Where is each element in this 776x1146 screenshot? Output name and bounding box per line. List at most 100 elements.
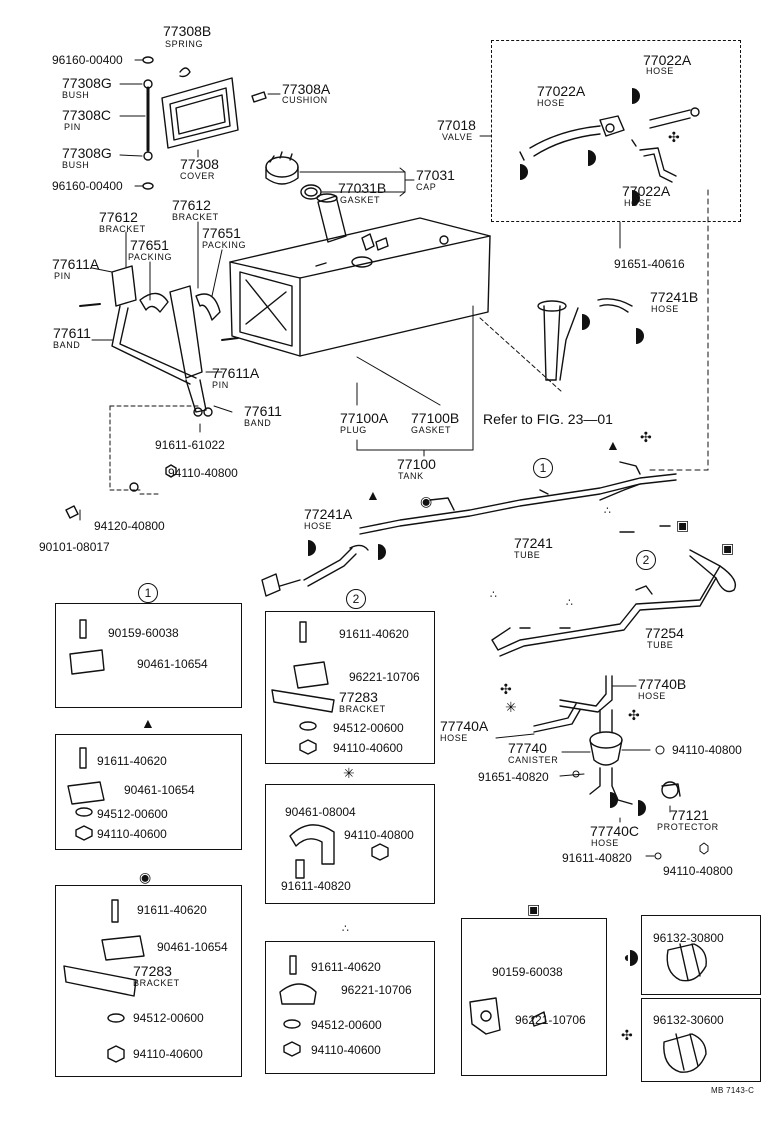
inset-dot-label-e: 94110-40600 [133, 1047, 203, 1061]
label-77611-1: 77611 [53, 325, 91, 341]
fuel-lid-cover-drawing [142, 56, 267, 190]
inset-diamond-label-b: 96221-10706 [515, 1013, 586, 1027]
label-valve: VALVE [442, 132, 473, 142]
inset-part-sketches [63, 619, 707, 1073]
label-91611-a: 91611-61022 [155, 438, 225, 452]
inset-three-label-c: 94512-00600 [311, 1018, 382, 1032]
inset-dot-label-c-sub: BRACKET [133, 978, 180, 988]
fuel-tank-drawing [229, 193, 491, 357]
inset-diamond-label-a: 90159-60038 [492, 965, 563, 979]
inset-box-three-dots [265, 941, 435, 1074]
inset-clamp2-label: 96132-30600 [653, 1013, 724, 1027]
label-packing-2: PACKING [202, 240, 247, 250]
label-77612-b: 77612 [172, 197, 211, 213]
canister-leader-lines [495, 685, 709, 860]
hose-77241a-drawing [261, 547, 357, 597]
label-77100a: 77100A [340, 410, 389, 426]
label-hose-3: HOSE [624, 198, 652, 208]
label-tube-2: TUBE [647, 640, 674, 650]
inset-box-1 [55, 603, 242, 708]
three-dot-marker-icon: ∴ [342, 923, 349, 935]
fuel-cap-drawing [265, 151, 415, 200]
valve-box-leads [479, 135, 709, 471]
label-hose-7: HOSE [440, 733, 468, 743]
inset1-label-b: 90461-10654 [137, 657, 208, 671]
label-hose-8: HOSE [591, 838, 619, 848]
inset-dot-label-a: 91611-40620 [137, 903, 207, 917]
label-77241b: 77241B [650, 289, 699, 305]
triangle-marker-icon: ▲ [606, 437, 620, 453]
label-77100: 77100 [397, 456, 436, 472]
inset-box-dot [55, 885, 242, 1077]
label-tank: TANK [398, 471, 424, 481]
label-77308c: 77308C [62, 107, 112, 123]
diamond-marker-icon: ▣ [527, 901, 541, 917]
pinwheel-clamp-icon: ✣ [500, 681, 512, 697]
label-94110-c: 94110-40800 [663, 864, 733, 878]
inset-tri-label-a: 91611-40620 [97, 754, 167, 768]
label-77022a-1: 77022A [537, 83, 586, 99]
label-gasket-1: GASKET [340, 195, 381, 205]
asterisk-marker-icon: ✳ [505, 699, 517, 715]
inset-box-triangle [55, 734, 242, 850]
label-hose-5: HOSE [304, 521, 332, 531]
inset-tri-label-d: 94110-40600 [97, 827, 167, 841]
valve-assembly-drawing [519, 107, 700, 183]
ring-dot-marker-icon: ◉ [139, 869, 152, 885]
label-94110-a: 94110-40800 [168, 466, 238, 480]
inset2-label-d: 94512-00600 [333, 721, 404, 735]
pinwheel-clamp-icon: ✣ [640, 429, 652, 445]
inset2-label-e: 94110-40600 [333, 741, 403, 755]
inset-dot-label-b: 90461-10654 [157, 940, 228, 954]
label-canister: CANISTER [508, 755, 559, 765]
triangle-marker-icon: ▲ [366, 487, 380, 503]
label-tube-1: TUBE [514, 550, 541, 560]
inset-tri-label-c: 94512-00600 [97, 807, 168, 821]
diamond-marker-icon: ▣ [676, 517, 690, 533]
ring-dot-marker-icon: ◉ [420, 493, 433, 509]
label-77308g-1: 77308G [62, 75, 112, 91]
return-tube-drawing [491, 549, 737, 657]
tank-band-bracket-drawing [65, 265, 239, 519]
charcoal-canister-drawing [533, 675, 681, 805]
inset2-label-b: 96221-10706 [349, 670, 420, 684]
label-77611a-1: 77611A [52, 256, 100, 272]
leader-lines-top-left [119, 59, 281, 187]
inset-box-clamp-1 [641, 915, 761, 995]
label-77254: 77254 [645, 625, 684, 641]
label-77611-2: 77611 [244, 403, 282, 419]
valve-detail-dashed-box [491, 40, 741, 222]
inset-tri-label-b: 90461-10654 [124, 783, 195, 797]
label-bracket-2: BRACKET [172, 212, 219, 222]
pinwheel-clamp-icon: ✣ [628, 707, 640, 723]
label-plug: PLUG [340, 425, 367, 435]
label-77018: 77018 [437, 117, 476, 133]
pinwheel-clamp-icon: ✣ [621, 1027, 633, 1043]
label-77651-a: 77651 [130, 237, 169, 253]
label-94110-b: 94110-40800 [672, 743, 742, 757]
inset-box-star [265, 784, 435, 904]
tank-callout-lines [356, 305, 474, 457]
label-bush-1: BUSH [62, 90, 90, 100]
label-77740b: 77740B [638, 676, 687, 692]
label-77121: 77121 [670, 807, 709, 823]
label-band-1: BAND [53, 340, 81, 350]
inset1-label-a: 90159-60038 [108, 626, 179, 640]
asterisk-marker-icon: ✳ [343, 765, 355, 781]
inset-three-label-d: 94110-40600 [311, 1043, 381, 1057]
label-pin-1: PIN [64, 122, 81, 132]
label-77022a-3: 77022A [622, 183, 671, 199]
label-91611-b: 91611-40820 [562, 851, 632, 865]
inset-star-label-c: 91611-40820 [281, 879, 351, 893]
label-hose-6: HOSE [638, 691, 666, 701]
label-94120: 94120-40800 [94, 519, 165, 533]
label-band-2: BAND [244, 418, 272, 428]
label-hose-1: HOSE [537, 98, 565, 108]
label-91651-b: 91651-40820 [478, 770, 549, 784]
label-packing-1: PACKING [128, 252, 173, 262]
label-77308a: 77308A [282, 81, 331, 97]
label-91651-a: 91651-40616 [614, 257, 685, 271]
inset-dot-label-c: 77283 [133, 963, 172, 979]
label-77740a: 77740A [440, 718, 489, 734]
label-hose-4: HOSE [651, 304, 679, 314]
